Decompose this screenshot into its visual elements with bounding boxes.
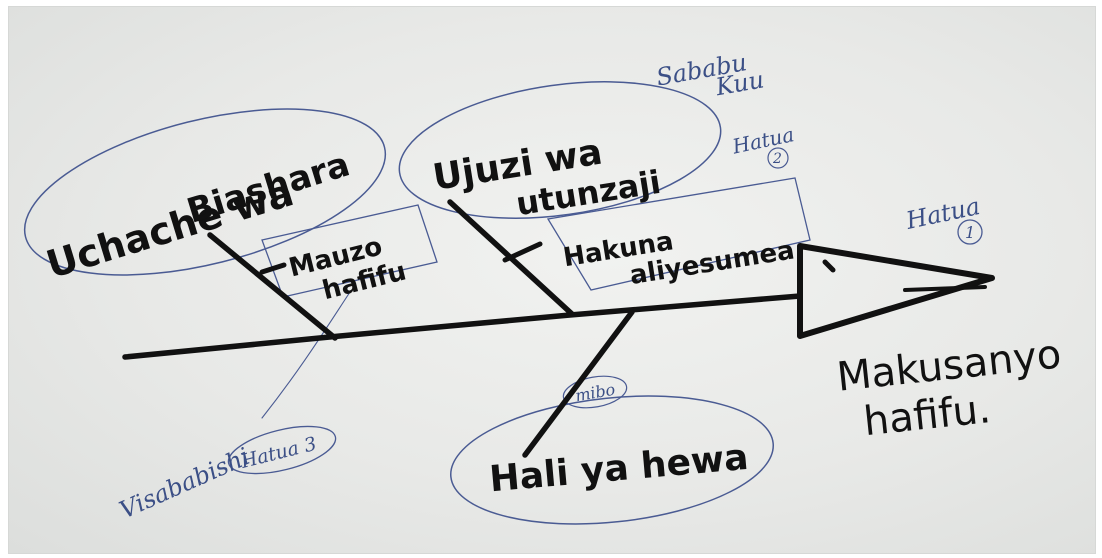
cause-ellipse-business [23,108,387,276]
annotation-step1-number: 1 [965,223,975,242]
fish-head [797,243,995,339]
sub-cause-box-low-income [261,204,438,298]
cause-ellipse-weather [450,395,774,525]
step1-circle [957,219,983,245]
contributors-connector-line [261,291,351,419]
trend-ellipse [562,375,628,409]
step3-ellipse [227,425,337,475]
whiteboard-paper [8,6,1096,554]
fish-eye [822,259,836,273]
fish-mouth [903,285,987,292]
bone-skills-minor [502,241,543,263]
step2-circle [767,147,789,169]
annotation-contributors: Visababishi [115,442,254,524]
bone-business-minor [259,262,287,275]
annotation-step2-number: 2 [772,151,782,167]
cause-ellipse-skills [398,81,722,219]
cause-weather: Hali ya hewa [488,437,750,500]
sub-cause-box-nobody-cares [546,177,811,291]
bone-business [207,232,338,341]
bone-weather [522,309,635,458]
fish-spine [122,293,803,360]
